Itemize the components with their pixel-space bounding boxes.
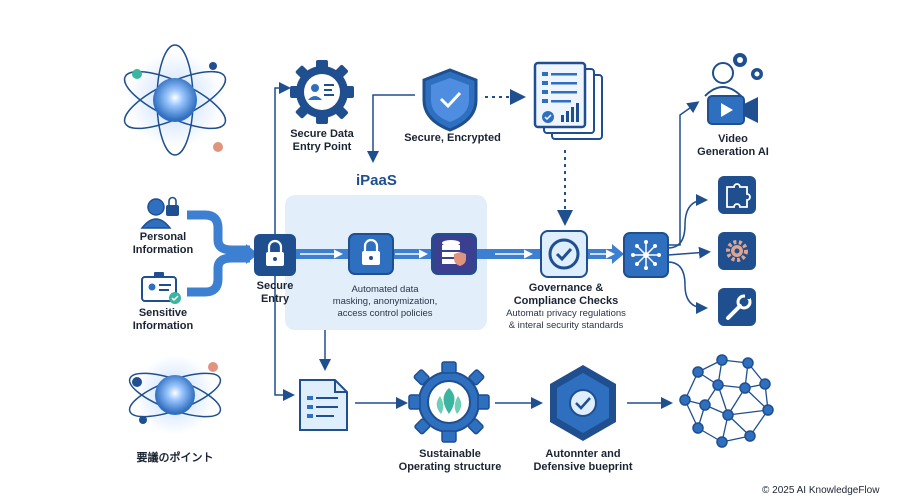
document-report-icon <box>533 61 603 140</box>
lock-process-icon <box>348 233 394 275</box>
wrench-icon <box>718 288 756 326</box>
document-icon <box>299 379 348 431</box>
hexagon-check-icon <box>550 365 616 441</box>
governance-detail: Automatı privacy regulations & interal s… <box>506 308 626 331</box>
atom-icon <box>123 44 227 156</box>
network-graph-icon <box>679 354 774 448</box>
hub-network-icon <box>623 232 669 278</box>
japanese-note-label: 要議のポイント <box>136 452 214 464</box>
shield-check-icon <box>422 68 478 132</box>
flow-sensitive <box>187 253 250 297</box>
shield-to-ipaas-line <box>367 94 415 163</box>
gear-person-icon <box>290 60 354 124</box>
video-generation-label: Video Generation AI <box>697 133 769 158</box>
personal-information-label: Personal Information <box>132 231 194 256</box>
secure-data-entry-point-label: Secure Data Entry Point <box>290 128 354 153</box>
sensitive-information-label: Sensitive Information <box>132 307 194 332</box>
atom-small-icon <box>128 355 222 435</box>
copyright-text: © 2025 AI KnowledgeFlow <box>762 485 880 496</box>
secure-encrypted-label: Secure, Encrypted <box>404 132 501 144</box>
gear-icon <box>718 232 756 270</box>
hub-branch-2 <box>667 246 711 259</box>
hub-branch-3 <box>667 261 708 314</box>
sustainable-label: Sustainable Operating structure <box>398 448 502 473</box>
flow-personal <box>187 210 250 255</box>
sustainable-gear-icon <box>408 361 490 443</box>
secure-entry-label: Secure Entry <box>256 280 294 305</box>
compliance-check-icon <box>540 230 588 278</box>
entry-branch-down <box>274 276 295 401</box>
entry-branch-line <box>274 82 291 234</box>
masking-label: Automated data masking, anonymization, a… <box>332 284 438 319</box>
hub-branch-video <box>668 101 700 246</box>
database-icon <box>431 233 477 275</box>
defensive-label: Autonnter and Defensive bueprint <box>533 448 633 473</box>
person-lock-icon <box>140 196 179 229</box>
ipaas-title: iPaaS <box>356 172 397 189</box>
video-ai-icon <box>704 53 763 125</box>
secure-entry-lock-icon <box>254 234 296 276</box>
puzzle-icon <box>718 176 756 214</box>
governance-title: Governance & Compliance Checks <box>513 282 619 307</box>
id-card-icon <box>141 272 181 304</box>
hub-branch-1 <box>667 194 708 249</box>
